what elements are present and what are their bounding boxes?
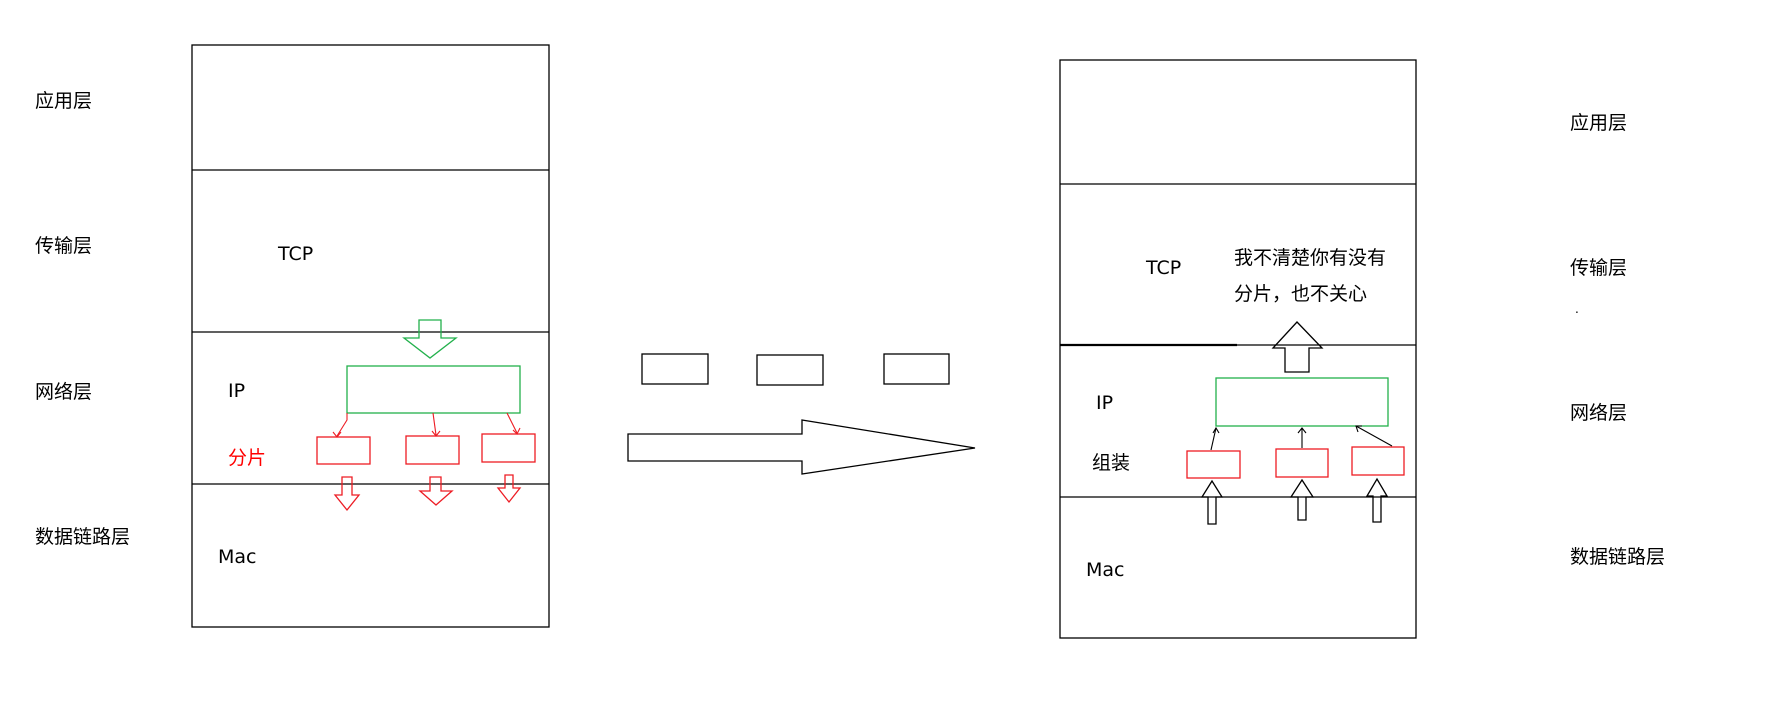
receiver-reassemble-label: 组装 bbox=[1092, 452, 1130, 474]
sender-mac-label: Mac bbox=[218, 546, 256, 568]
transit bbox=[627, 353, 976, 475]
transfer-arrow bbox=[627, 419, 976, 475]
sender-split-line-1 bbox=[336, 413, 348, 437]
right-label-network: 网络层 bbox=[1570, 402, 1627, 424]
sender-fragment-2 bbox=[405, 435, 460, 465]
left-label-application: 应用层 bbox=[35, 90, 92, 112]
receiver-merge-line-1 bbox=[1210, 427, 1217, 451]
receiver-stack-frame bbox=[1059, 59, 1417, 639]
right-label-transport: 传输层 bbox=[1570, 257, 1627, 279]
right-label-application: 应用层 bbox=[1570, 112, 1627, 134]
sender-fragment-1 bbox=[316, 436, 371, 465]
receiver-fragment-3 bbox=[1351, 446, 1405, 476]
sender-tcp-label: TCP bbox=[277, 243, 313, 265]
receiver-ip-packet bbox=[1215, 377, 1389, 427]
receiver-merge-line-3 bbox=[1355, 425, 1393, 447]
sender-split-line-2 bbox=[432, 412, 437, 436]
receiver-merge-arrowhead-1 bbox=[1212, 426, 1220, 434]
sender-fragment-label: 分片 bbox=[228, 447, 266, 469]
receiver-fragment-2 bbox=[1275, 448, 1329, 478]
receiver-merge-arrowhead-3 bbox=[1355, 425, 1362, 433]
receiver-tcp-label: TCP bbox=[1145, 257, 1181, 279]
receiver-up-arrow bbox=[1271, 321, 1324, 373]
receiver-stack: TCP 我不清楚你有没有 分片，也不关心 IP 组装 Mac bbox=[1059, 59, 1417, 639]
transit-packet-3 bbox=[883, 353, 950, 385]
left-label-datalink: 数据链路层 bbox=[35, 526, 130, 548]
sender-green-down-arrow bbox=[402, 319, 458, 359]
sender-stack: TCP IP 分片 Mac bbox=[191, 44, 550, 628]
sender-red-down-arrow-3 bbox=[496, 474, 522, 504]
receiver-mac-label: Mac bbox=[1086, 559, 1124, 581]
receiver-note-line1: 我不清楚你有没有 bbox=[1234, 247, 1386, 269]
receiver-black-up-arrow-2 bbox=[1289, 478, 1315, 521]
sender-split-arrowhead-1 bbox=[332, 431, 342, 438]
transit-packet-1 bbox=[641, 353, 709, 385]
receiver-black-up-arrow-1 bbox=[1200, 479, 1224, 525]
receiver-fragment-1 bbox=[1186, 450, 1241, 479]
transit-packet-2 bbox=[756, 354, 824, 386]
sender-ip-label: IP bbox=[228, 380, 245, 402]
sender-fragment-3 bbox=[481, 433, 536, 463]
right-label-datalink: 数据链路层 bbox=[1570, 546, 1665, 568]
sender-ip-packet bbox=[346, 365, 521, 414]
receiver-merge-arrowhead-2 bbox=[1297, 427, 1307, 434]
receiver-black-up-arrow-3 bbox=[1365, 477, 1389, 523]
left-label-network: 网络层 bbox=[35, 381, 92, 403]
right-stray-dot: . bbox=[1575, 302, 1579, 316]
sender-stack-frame bbox=[191, 44, 550, 628]
sender-red-down-arrow-1 bbox=[333, 476, 361, 512]
receiver-ip-label: IP bbox=[1096, 392, 1113, 414]
sender-split-line-3 bbox=[506, 412, 518, 434]
receiver-note-line2: 分片，也不关心 bbox=[1234, 283, 1367, 305]
sender-red-down-arrow-2 bbox=[418, 476, 454, 506]
left-label-transport: 传输层 bbox=[35, 235, 92, 257]
